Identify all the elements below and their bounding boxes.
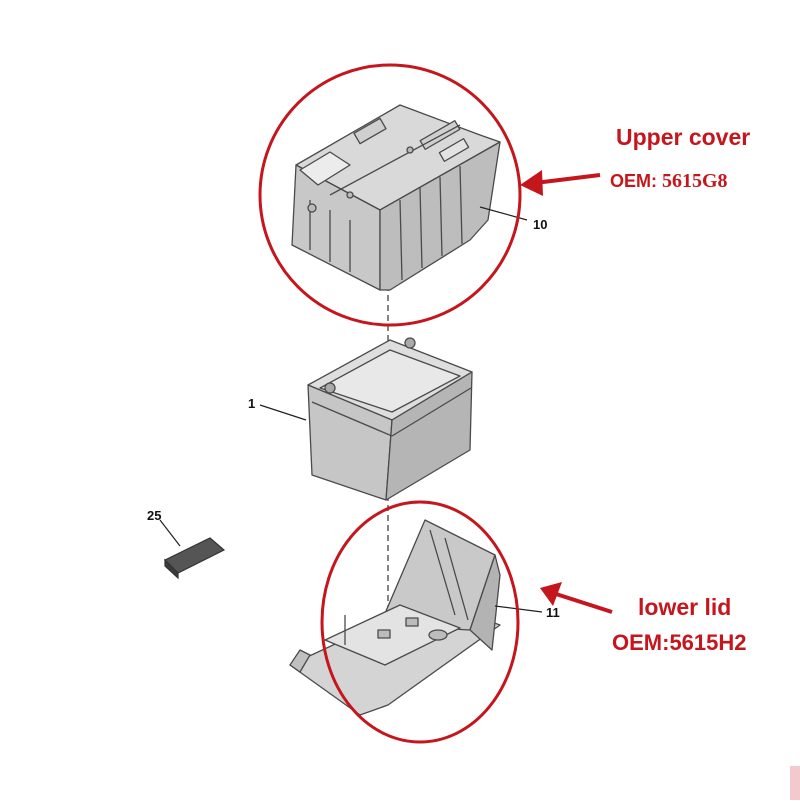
lower-lid-label: lower lid: [638, 594, 732, 620]
upper-oem-code: 5615G8: [662, 170, 728, 192]
edge-mark: [790, 766, 800, 800]
part-number-11: 11: [546, 605, 560, 620]
lower-arrow: [540, 582, 613, 614]
upper-arrow: [520, 170, 601, 196]
leader-25: [159, 519, 181, 547]
pad-part: [163, 537, 226, 580]
part-number-1: 1: [248, 396, 256, 411]
lower-lid-oem: OEM:5615H2: [612, 630, 747, 655]
leader-1: [259, 404, 307, 421]
part-number-10: 10: [533, 217, 548, 232]
lower-highlight-ellipse: [320, 500, 520, 744]
upper-cover-oem: OEM: 5615G8: [610, 170, 728, 193]
upper-cover-part: [291, 104, 501, 291]
lower-lid-part: [289, 519, 501, 716]
part-number-25: 25: [147, 508, 162, 523]
upper-highlight-ellipse: [258, 63, 522, 327]
battery-part: [307, 337, 473, 501]
upper-oem-prefix: OEM:: [610, 171, 662, 191]
upper-cover-label: Upper cover: [616, 124, 751, 150]
